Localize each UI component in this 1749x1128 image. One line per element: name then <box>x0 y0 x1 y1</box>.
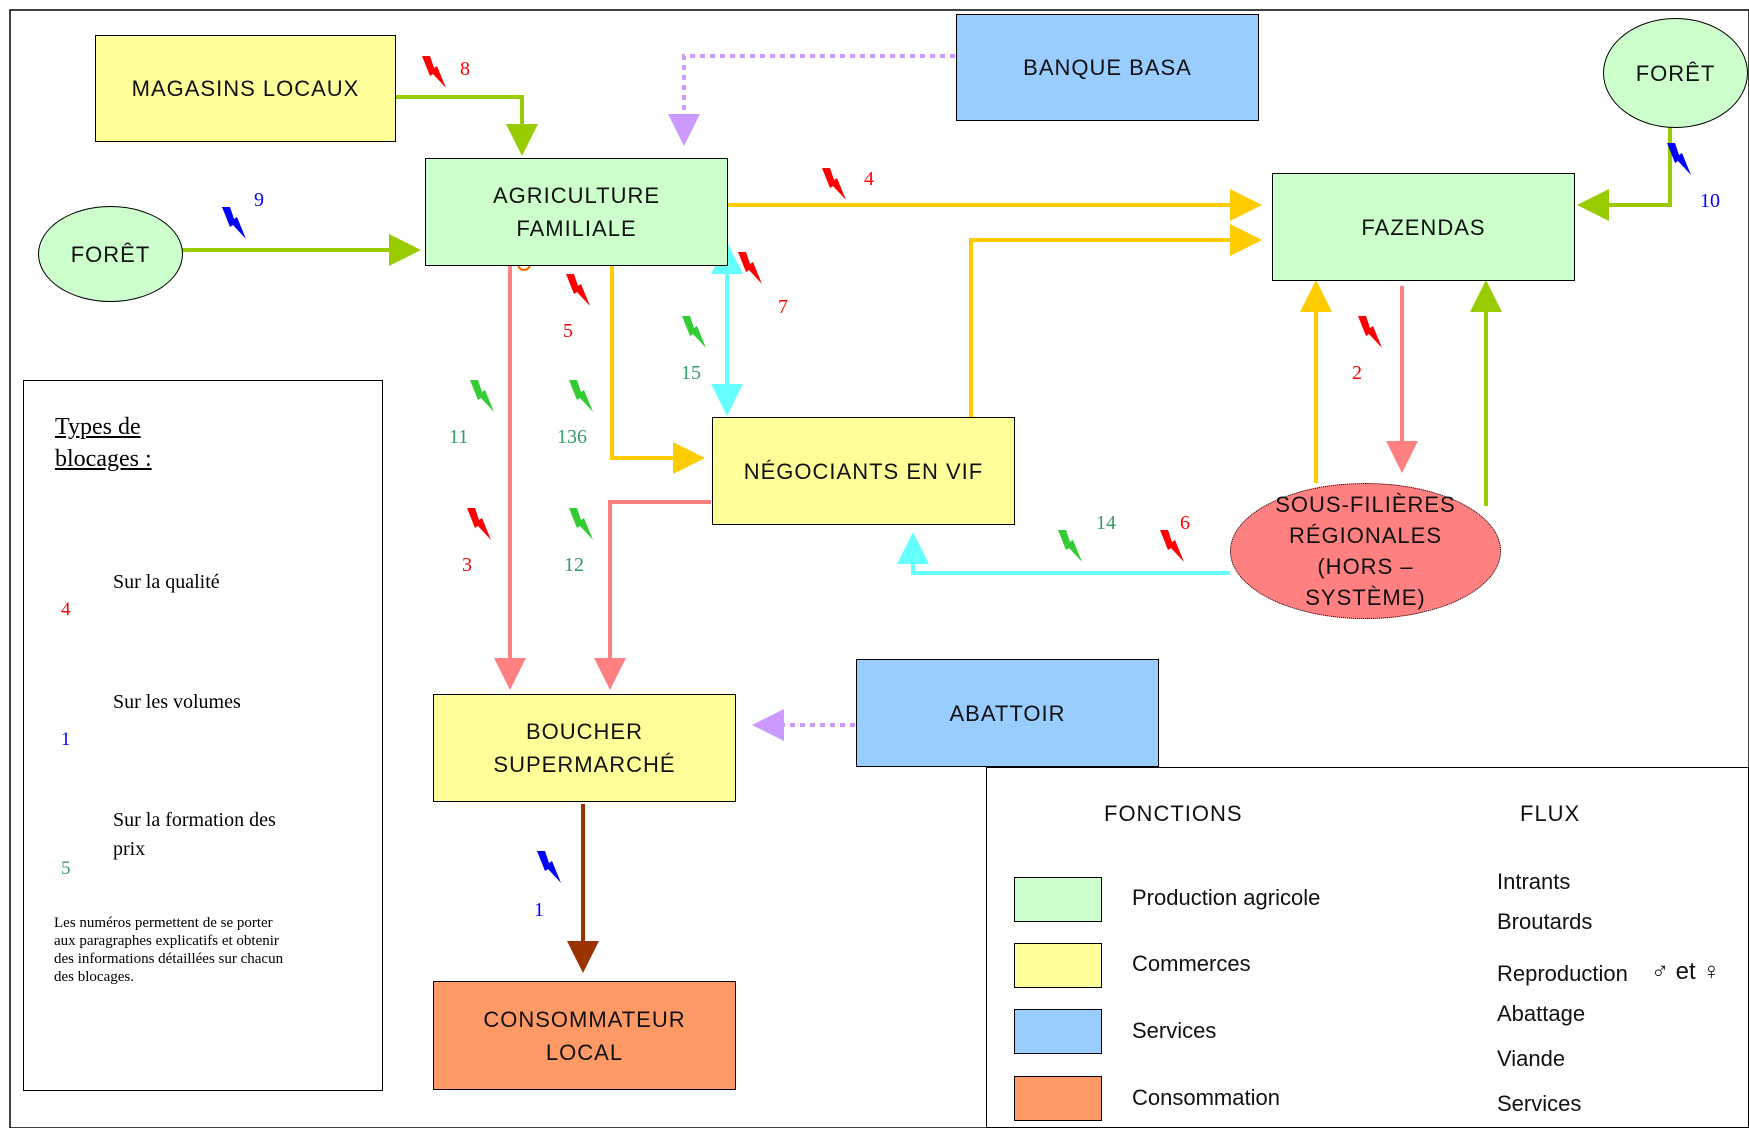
legend-label-services: Services <box>1132 1018 1217 1043</box>
blockage-number-5: 5 <box>563 320 573 342</box>
node-label: MAGASINS LOCAUX <box>131 76 360 101</box>
arrow-negociants-to-boucher <box>594 500 711 690</box>
node-label: BOUCHER SUPERMARCHÉ <box>493 719 676 777</box>
blockage-number-11: 11 <box>449 426 469 448</box>
arrow-foret-to-fazendas <box>1577 125 1672 221</box>
functions-flows-legend: FONCTIONS FLUX Production agricole Comme… <box>986 767 1749 1128</box>
blockage-number-14: 14 <box>1096 512 1116 534</box>
legend-label-commerces: Commerces <box>1132 951 1251 976</box>
legend-label-consommation: Consommation <box>1132 1085 1280 1110</box>
node-magasins-locaux: MAGASINS LOCAUX <box>95 35 396 142</box>
node-label: ABATTOIR <box>949 700 1066 726</box>
node-label: FAZENDAS <box>1361 214 1486 240</box>
blockage-number-10: 10 <box>1700 190 1720 212</box>
blockage-type-quality-number: 4 <box>61 599 71 620</box>
node-negociants-en-vif: NÉGOCIANTS EN VIF <box>712 417 1015 525</box>
blockage-bolt-volume <box>537 851 561 883</box>
flux-title: FLUX <box>1520 801 1581 826</box>
blockage-bolt-quality <box>422 56 446 88</box>
legend-label-production: Production agricole <box>1132 885 1321 910</box>
blockage-number-1: 1 <box>534 899 544 921</box>
node-agriculture-familiale: AGRICULTURE FAMILIALE <box>425 158 728 266</box>
legend-label-abattage: Abattage <box>1497 1001 1586 1026</box>
node-consommateur-local: CONSOMMATEUR LOCAL <box>433 981 736 1090</box>
node-label: AGRICULTURE FAMILIALE <box>492 183 661 241</box>
node-sous-filieres-regionales: SOUS-FILIÈRES RÉGIONALES (HORS – SYSTÈME… <box>1230 483 1501 619</box>
blockage-bolt-quality <box>738 252 762 284</box>
blockage-bolt-quality <box>566 274 590 306</box>
blockage-number-4: 4 <box>864 168 874 190</box>
arrow-negociants-to-fazendas <box>969 224 1262 417</box>
diagram-frame <box>9 9 1749 1128</box>
blockage-number-7: 7 <box>778 296 788 318</box>
blockage-bolt-quality <box>822 168 846 200</box>
legend-label-broutards: Broutards <box>1497 909 1593 934</box>
node-abattoir: ABATTOIR <box>856 659 1159 767</box>
node-label: NÉGOCIANTS EN VIF <box>743 458 984 484</box>
legend-swatch-consommation <box>1014 1076 1102 1121</box>
node-label: CONSOMMATEUR LOCAL <box>483 1006 686 1065</box>
arrow-agriculture-to-negociants <box>610 264 705 474</box>
node-label: SOUS-FILIÈRES RÉGIONALES (HORS – SYSTÈME… <box>1275 492 1456 610</box>
node-boucher-supermarche: BOUCHER SUPERMARCHÉ <box>433 694 736 802</box>
legend-swatch-production <box>1014 877 1102 922</box>
blockage-number-136: 136 <box>557 426 587 448</box>
blockage-type-quality-label: Sur la qualité <box>113 571 220 593</box>
blockage-bolt-price <box>569 380 593 412</box>
blockage-type-volume-number: 1 <box>61 729 71 750</box>
blockage-number-12: 12 <box>564 554 584 576</box>
blockage-bolt-quality <box>1358 316 1382 348</box>
node-foret-left: FORÊT <box>38 206 183 302</box>
arrow-magasins-to-agriculture <box>393 95 538 156</box>
blockage-number-15: 15 <box>681 362 701 384</box>
legend-swatch-commerces <box>1014 943 1102 988</box>
blockage-bolt-quality <box>467 508 491 540</box>
arrow-banque-to-agriculture <box>668 54 955 146</box>
blockage-type-price-number: 5 <box>61 858 71 879</box>
blockage-number-3: 3 <box>462 554 472 576</box>
legend-reproduction-symbols: ♂ et ♀ <box>1651 958 1721 985</box>
legend-label-intrants: Intrants <box>1497 869 1571 894</box>
blockage-bolt-price <box>470 380 494 412</box>
blockage-types-note: Les numéros permettent de se porter aux … <box>54 915 284 985</box>
node-label: FORÊT <box>1635 60 1716 86</box>
blockage-type-volume-label: Sur les volumes <box>113 691 241 713</box>
blockage-bolt-price <box>569 508 593 540</box>
blockage-types-title: Types de blocages : <box>55 414 152 472</box>
blockage-number-6: 6 <box>1180 512 1190 534</box>
node-foret-right: FORÊT <box>1603 18 1748 128</box>
blockage-number-2: 2 <box>1352 362 1362 384</box>
node-label: FORÊT <box>70 241 151 267</box>
blockage-number-8: 8 <box>460 58 470 80</box>
node-fazendas: FAZENDAS <box>1272 173 1575 281</box>
blockage-bolt-volume <box>222 207 246 239</box>
legend-label-reproduction: Reproduction <box>1497 961 1628 986</box>
blockage-bolt-price <box>1058 530 1082 562</box>
blockage-number-9: 9 <box>254 189 264 211</box>
arrow-sousfilieres-to-negociants <box>897 532 1230 575</box>
blockage-types-legend: Types de blocages : Sur la qualité 4 Sur… <box>23 380 383 1091</box>
legend-label-services-flow: Services <box>1497 1091 1582 1116</box>
node-banque-basa: BANQUE BASA <box>956 14 1259 121</box>
legend-label-viande: Viande <box>1497 1046 1566 1071</box>
blockage-bolt-price <box>682 316 706 348</box>
blockage-type-price-label: Sur la formation des prix <box>113 809 276 860</box>
legend-swatch-services <box>1014 1009 1102 1054</box>
fonctions-title: FONCTIONS <box>1104 801 1243 826</box>
node-label: BANQUE BASA <box>1023 55 1192 80</box>
